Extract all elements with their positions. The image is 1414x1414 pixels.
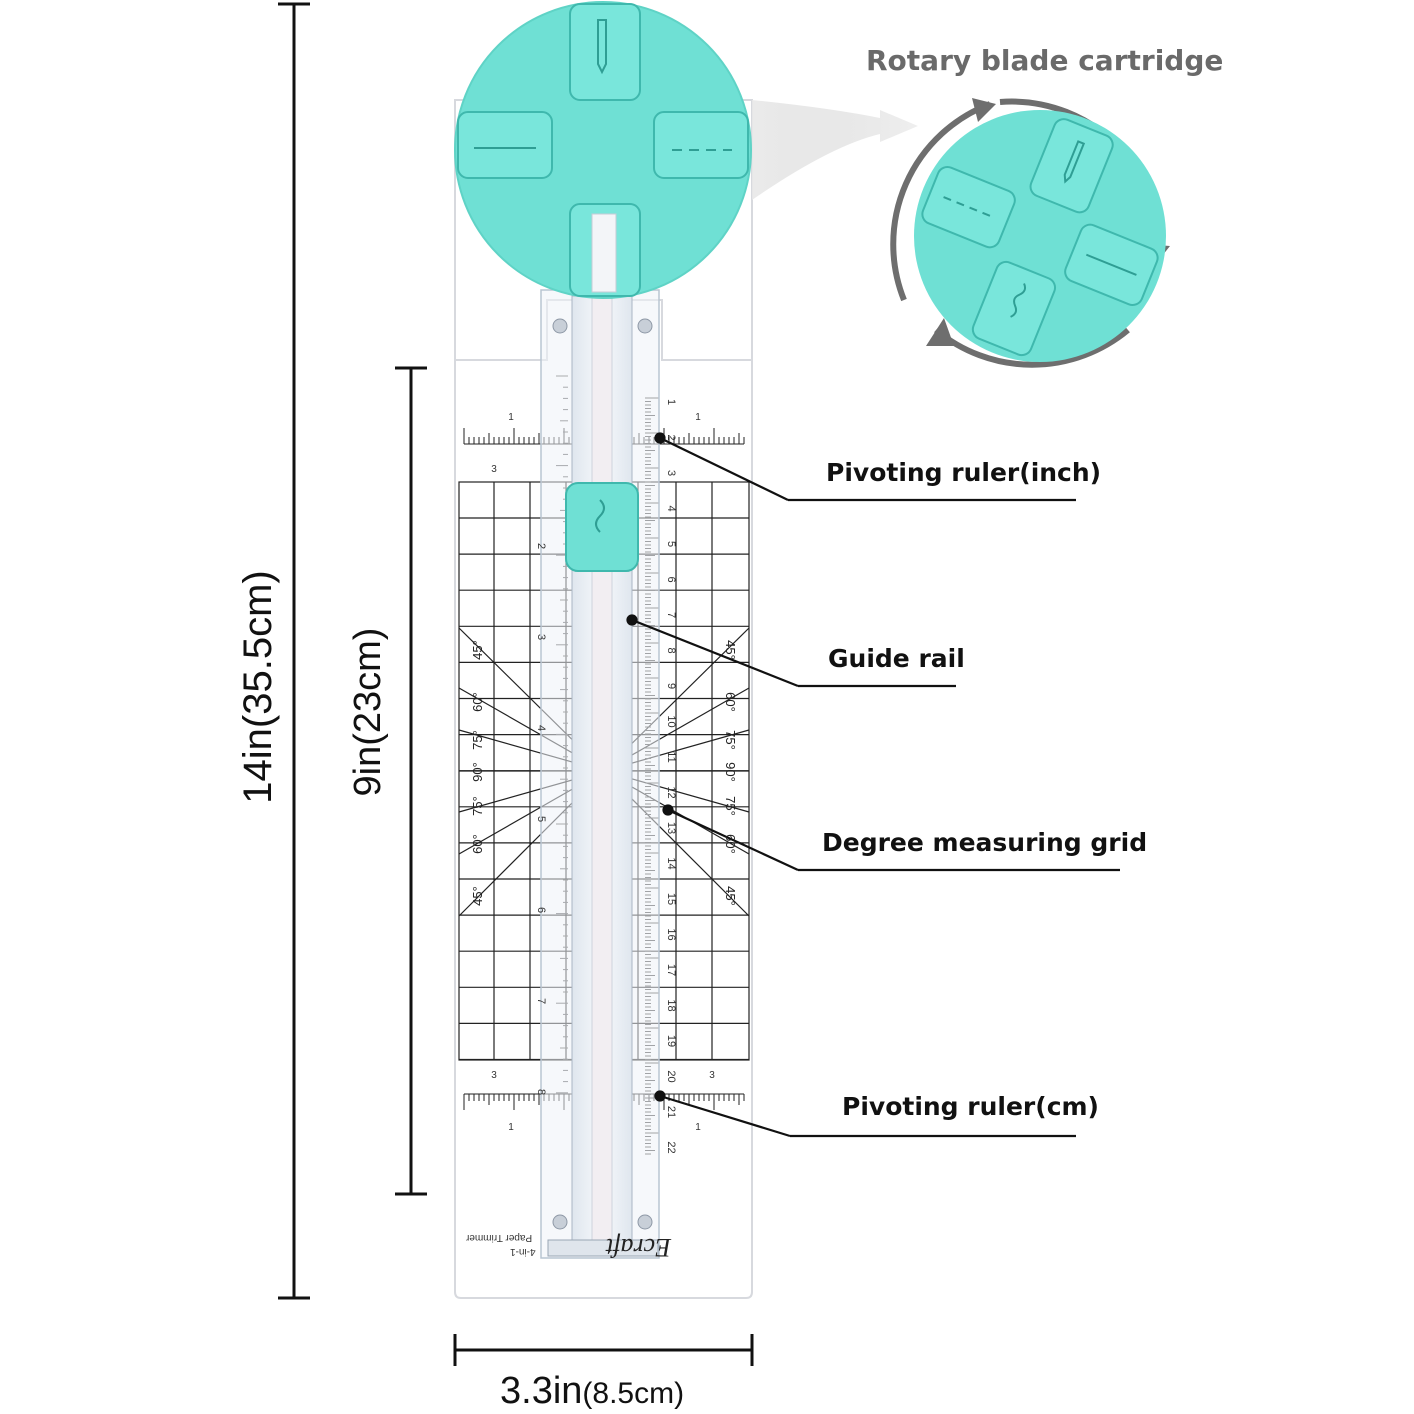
cm-scale-label: 18 xyxy=(665,999,677,1011)
cm-scale-label: 9 xyxy=(665,683,677,689)
cm-scale-label: 13 xyxy=(665,822,677,834)
angle-label: 60° xyxy=(470,834,485,854)
inch-scale-label: 7 xyxy=(535,998,547,1004)
brand-logo-text: Ecraft xyxy=(606,1233,671,1262)
cm-scale-label: 4 xyxy=(665,505,677,511)
ruler-label: 3 xyxy=(491,464,497,475)
angle-label: 45° xyxy=(470,640,485,660)
ruler-label: 1 xyxy=(508,1122,514,1133)
angle-label: 90° xyxy=(470,762,485,782)
cm-scale-label: 11 xyxy=(665,751,677,762)
angle-label: 60° xyxy=(723,692,738,712)
cm-scale-label: 16 xyxy=(665,928,677,940)
cm-scale-label: 22 xyxy=(665,1141,677,1153)
cm-scale-label: 17 xyxy=(665,964,677,976)
inset-pointer-arrow xyxy=(752,100,918,200)
cutting-slider xyxy=(565,482,639,572)
width-label: 3.3in(8.5cm) xyxy=(500,1370,684,1413)
cm-scale-label: 2 xyxy=(665,434,677,440)
product-label-line2: Paper Trimmer xyxy=(466,1232,533,1243)
callout-guide-rail: Guide rail xyxy=(828,644,965,673)
cm-scale-label: 8 xyxy=(665,647,677,653)
inch-scale-label: 6 xyxy=(535,907,547,913)
width-dimension xyxy=(453,1334,754,1366)
callout-leaders xyxy=(626,432,1120,1138)
ruler-label: 3 xyxy=(709,1070,715,1081)
inch-scale-label: 4 xyxy=(535,725,547,731)
width-label-sub: (8.5cm) xyxy=(582,1377,685,1410)
angle-label: 75° xyxy=(470,796,485,816)
grid-height-dimension xyxy=(395,366,427,1196)
angle-label: 45° xyxy=(723,640,738,660)
angle-labels-left: 45° 60° 75° 90° 75° 60° 45° xyxy=(470,640,485,906)
cm-scale-label: 3 xyxy=(665,470,677,476)
angle-label: 75° xyxy=(723,730,738,750)
callout-pivoting-ruler-cm: Pivoting ruler(cm) xyxy=(842,1092,1099,1121)
angle-label: 60° xyxy=(723,834,738,854)
ruler-label: 1 xyxy=(695,1122,701,1133)
inch-scale-label: 8 xyxy=(535,1089,547,1095)
cm-scale-label: 12 xyxy=(665,786,677,798)
inch-scale-label: 3 xyxy=(535,634,547,640)
cm-scale-label: 15 xyxy=(665,893,677,905)
inch-scale-label: 2 xyxy=(535,543,547,549)
inset-rotary-cartridge xyxy=(890,98,1170,368)
overall-height-dimension xyxy=(278,2,310,1300)
rotary-blade-disc xyxy=(454,1,752,299)
angle-label: 45° xyxy=(723,886,738,906)
ruler-label: 1 xyxy=(508,412,514,423)
guide-rail xyxy=(540,289,660,1259)
angle-label: 45° xyxy=(470,886,485,906)
angle-label: 60° xyxy=(470,692,485,712)
angle-labels-right: 45° 60° 75° 90° 75° 60° 45° xyxy=(723,640,738,906)
callout-pivoting-ruler-inch: Pivoting ruler(inch) xyxy=(826,458,1102,487)
product-label-line1: 4-in-1 xyxy=(510,1246,536,1257)
overall-height-label: 14in(35.5cm) xyxy=(236,570,280,804)
angle-label: 75° xyxy=(470,730,485,750)
angle-label: 90° xyxy=(723,762,738,782)
cm-scale-label: 7 xyxy=(665,612,677,618)
cm-scale-label: 21 xyxy=(665,1106,677,1118)
ruler-label: 3 xyxy=(491,1070,497,1081)
cm-scale-label: 1 xyxy=(665,399,677,405)
angle-label: 75° xyxy=(723,796,738,816)
ruler-label: 1 xyxy=(695,412,701,423)
grid-height-label: 9in(23cm) xyxy=(347,627,389,797)
cm-scale-label: 20 xyxy=(665,1070,677,1082)
inset-title: Rotary blade cartridge xyxy=(866,44,1224,77)
width-label-main: 3.3in xyxy=(500,1370,583,1412)
cm-scale-label: 6 xyxy=(665,576,677,582)
inch-scale-label: 5 xyxy=(535,816,547,822)
inch-scale-labels: 2 3 4 5 6 7 8 xyxy=(535,543,547,1095)
callout-degree-grid: Degree measuring grid xyxy=(822,828,1148,857)
cm-scale-label: 5 xyxy=(665,541,677,547)
cm-scale-label: 10 xyxy=(665,715,677,727)
cm-scale-label: 19 xyxy=(665,1035,677,1047)
cm-scale-label: 14 xyxy=(665,857,677,869)
